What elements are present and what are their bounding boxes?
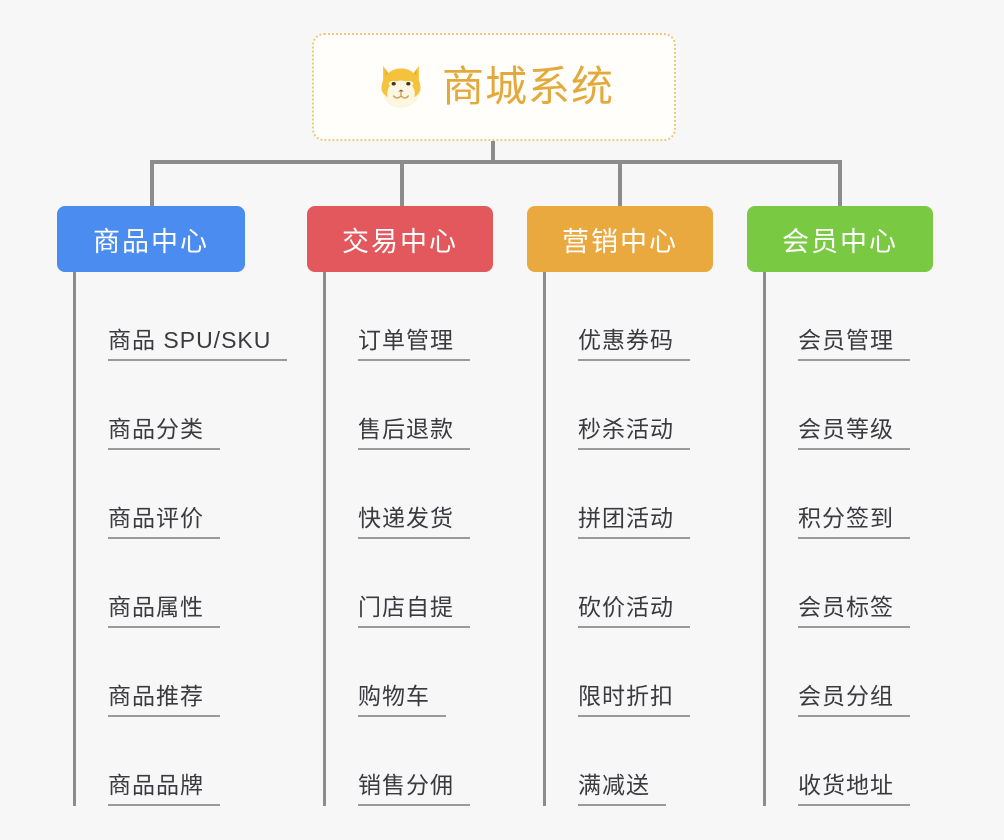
leaf-label: 会员等级 [798, 416, 910, 450]
connector-drop-col1 [150, 160, 154, 208]
leaf-stack-trade-center: 订单管理 售后退款 快递发货 门店自提 购物车 销售分佣 [323, 272, 537, 806]
list-item[interactable]: 积分签到 [766, 450, 977, 539]
category-header-label: 会员中心 [782, 226, 898, 257]
list-item[interactable]: 商品 SPU/SKU [76, 272, 288, 361]
leaf-stack-marketing-center: 优惠券码 秒杀活动 拼团活动 砍价活动 限时折扣 满减送 [543, 272, 757, 806]
list-item[interactable]: 收货地址 [766, 717, 977, 806]
list-item[interactable]: 拼团活动 [546, 450, 757, 539]
connector-drop-col4 [838, 160, 842, 208]
leaf-label: 商品 SPU/SKU [108, 327, 288, 361]
leaf-label: 售后退款 [358, 416, 470, 450]
root-node-mall-system[interactable]: 商城系统 [312, 33, 676, 141]
leaf-label: 砍价活动 [578, 594, 690, 628]
leaf-label: 会员分组 [798, 683, 910, 717]
leaf-label: 订单管理 [358, 327, 470, 361]
list-item[interactable]: 会员标签 [766, 539, 977, 628]
list-item[interactable]: 购物车 [326, 628, 537, 717]
leaf-label: 限时折扣 [578, 683, 690, 717]
list-item[interactable]: 商品属性 [76, 539, 287, 628]
leaf-label: 商品推荐 [108, 683, 220, 717]
connector-drop-col2 [400, 160, 404, 208]
list-item[interactable]: 商品品牌 [76, 717, 287, 806]
list-item[interactable]: 门店自提 [326, 539, 537, 628]
category-header-trade-center[interactable]: 交易中心 [307, 206, 493, 272]
list-item[interactable]: 优惠券码 [546, 272, 757, 361]
column-marketing-center: 营销中心 优惠券码 秒杀活动 拼团活动 砍价活动 限时折扣 满减送 [527, 206, 757, 806]
leaf-label: 门店自提 [358, 594, 470, 628]
leaf-label: 优惠券码 [578, 327, 690, 361]
leaf-label: 会员管理 [798, 327, 910, 361]
leaf-label: 购物车 [358, 683, 446, 717]
list-item[interactable]: 会员分组 [766, 628, 977, 717]
column-product-center: 商品中心 商品 SPU/SKU 商品分类 商品评价 商品属性 商品推荐 商品品牌 [57, 206, 288, 806]
category-header-label: 商品中心 [93, 226, 209, 257]
list-item[interactable]: 售后退款 [326, 361, 537, 450]
leaf-stack-product-center: 商品 SPU/SKU 商品分类 商品评价 商品属性 商品推荐 商品品牌 [73, 272, 288, 806]
column-member-center: 会员中心 会员管理 会员等级 积分签到 会员标签 会员分组 收货地址 [747, 206, 977, 806]
leaf-label: 秒杀活动 [578, 416, 690, 450]
list-item[interactable]: 会员管理 [766, 272, 977, 361]
leaf-label: 销售分佣 [358, 772, 470, 806]
list-item[interactable]: 限时折扣 [546, 628, 757, 717]
list-item[interactable]: 订单管理 [326, 272, 537, 361]
column-trade-center: 交易中心 订单管理 售后退款 快递发货 门店自提 购物车 销售分佣 [307, 206, 537, 806]
category-header-label: 营销中心 [562, 226, 678, 257]
shiba-dog-face-icon [381, 65, 421, 108]
leaf-label: 会员标签 [798, 594, 910, 628]
leaf-label: 商品品牌 [108, 772, 220, 806]
list-item[interactable]: 满减送 [546, 717, 757, 806]
list-item[interactable]: 商品评价 [76, 450, 287, 539]
leaf-label: 快递发货 [358, 505, 470, 539]
leaf-stack-member-center: 会员管理 会员等级 积分签到 会员标签 会员分组 收货地址 [763, 272, 977, 806]
leaf-label: 满减送 [578, 772, 666, 806]
leaf-label: 积分签到 [798, 505, 910, 539]
leaf-label: 拼团活动 [578, 505, 690, 539]
leaf-label: 商品属性 [108, 594, 220, 628]
list-item[interactable]: 会员等级 [766, 361, 977, 450]
list-item[interactable]: 砍价活动 [546, 539, 757, 628]
list-item[interactable]: 商品推荐 [76, 628, 287, 717]
leaf-label: 商品评价 [108, 505, 220, 539]
list-item[interactable]: 快递发货 [326, 450, 537, 539]
leaf-label: 收货地址 [798, 772, 910, 806]
root-title: 商城系统 [441, 63, 614, 110]
connector-drop-col3 [618, 160, 622, 208]
list-item[interactable]: 秒杀活动 [546, 361, 757, 450]
category-header-product-center[interactable]: 商品中心 [57, 206, 245, 272]
list-item[interactable]: 商品分类 [76, 361, 287, 450]
leaf-label: 商品分类 [108, 416, 220, 450]
category-header-member-center[interactable]: 会员中心 [747, 206, 933, 272]
connector-horizontal-bus [150, 160, 842, 164]
connector-root-stem [491, 141, 495, 163]
category-header-label: 交易中心 [342, 226, 458, 257]
list-item[interactable]: 销售分佣 [326, 717, 537, 806]
category-header-marketing-center[interactable]: 营销中心 [527, 206, 713, 272]
